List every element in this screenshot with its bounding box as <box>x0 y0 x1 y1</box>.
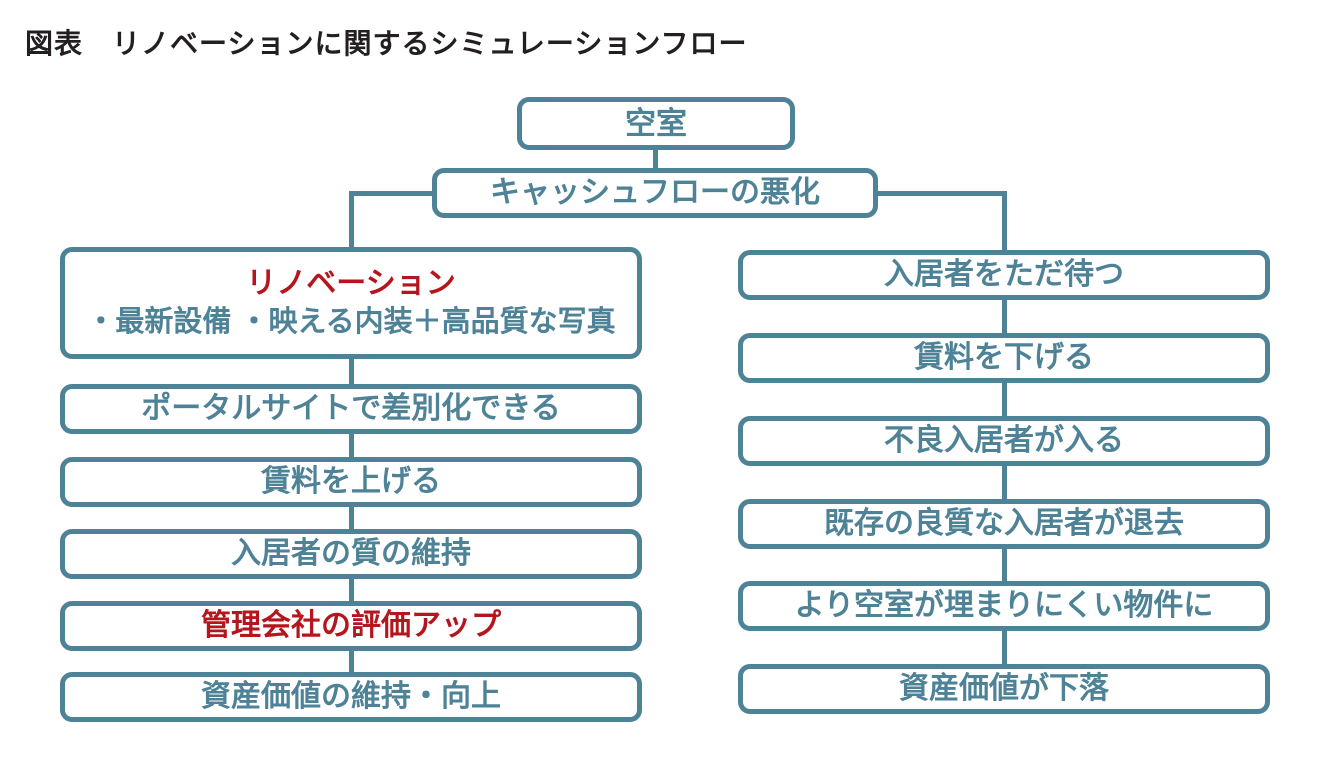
flow-box-asset-value-falls: 資産価値が下落 <box>738 664 1270 714</box>
flow-box-label: 空室 <box>625 105 687 141</box>
flow-box-tenant-quality-maintained: 入居者の質の維持 <box>60 529 642 579</box>
flow-box-label: 入居者をただ待つ <box>884 257 1124 291</box>
flow-box-renovation: リノベーション ・最新設備 ・映える内装＋高品質な写真 <box>60 247 642 359</box>
flow-box-management-reputation-up: 管理会社の評価アップ <box>60 601 642 651</box>
flow-box-good-tenants-leave: 既存の良質な入居者が退去 <box>738 499 1270 549</box>
figure-title: 図表 リノベーションに関するシミュレーションフロー <box>25 28 748 59</box>
flow-box-label: ポータルサイトで差別化できる <box>141 391 561 425</box>
flow-box-label: 既存の良質な入居者が退去 <box>824 506 1184 540</box>
flow-box-label: 不良入居者が入る <box>884 423 1124 457</box>
flow-box-label: 資産価値が下落 <box>899 671 1109 705</box>
connector-right-elbow <box>870 191 1007 196</box>
flow-box-lower-rent: 賃料を下げる <box>738 333 1270 383</box>
connector-root-to-trigger <box>653 146 658 173</box>
flow-box-asset-value-maintained: 資産価値の維持・向上 <box>60 672 642 722</box>
flow-box-cashflow-worsens: キャッシュフローの悪化 <box>432 168 878 218</box>
flow-box-label: 管理会社の評価アップ <box>201 608 501 642</box>
flow-box-portal-differentiation: ポータルサイトで差別化できる <box>60 384 642 434</box>
flow-box-detail: ・最新設備 ・映える内装＋高品質な写真 <box>86 306 616 339</box>
flow-box-vacancy: 空室 <box>517 97 795 150</box>
flow-box-label: 賃料を上げる <box>261 464 441 498</box>
flow-box-label: 資産価値の維持・向上 <box>201 679 501 713</box>
flow-box-label: 賃料を下げる <box>914 340 1094 374</box>
flow-box-label: 入居者の質の維持 <box>231 536 471 570</box>
flow-box-label: キャッシュフローの悪化 <box>490 175 820 209</box>
connector-left-elbow <box>349 191 441 196</box>
flow-box-bad-tenants-move-in: 不良入居者が入る <box>738 416 1270 466</box>
connector-left-spine <box>349 191 354 681</box>
flow-box-just-wait-for-tenants: 入居者をただ待つ <box>738 250 1270 300</box>
flow-box-harder-to-fill-vacancy: より空室が埋まりにくい物件に <box>738 581 1270 631</box>
flow-box-label: より空室が埋まりにくい物件に <box>794 588 1214 622</box>
flow-box-heading: リノベーション <box>246 266 456 300</box>
flow-box-raise-rent: 賃料を上げる <box>60 457 642 507</box>
